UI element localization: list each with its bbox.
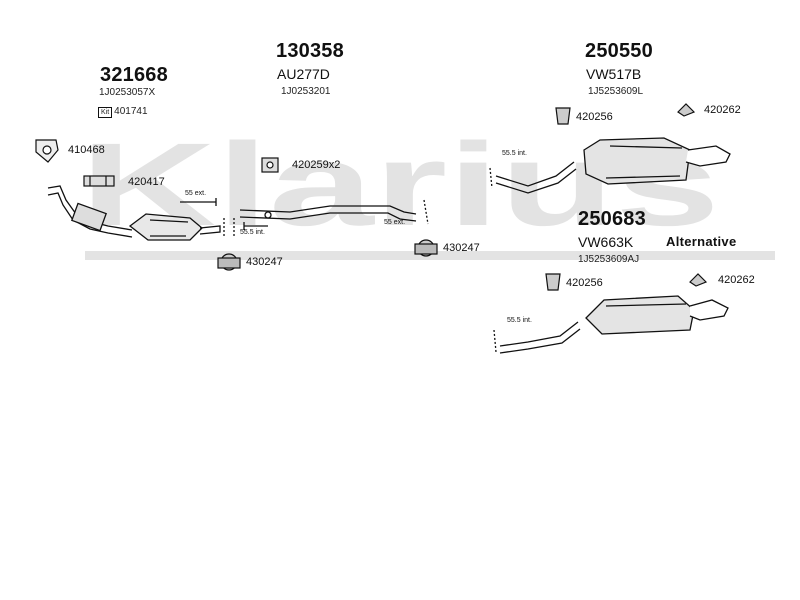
bracket-icon (689, 273, 708, 287)
rear-silencer-top (489, 137, 731, 194)
front-pipe-with-catalyst (47, 185, 268, 241)
note-55-5-int-left: 55.5 int. (240, 229, 265, 236)
fitting-420262-top: 420262 (704, 104, 741, 116)
mount-icon (217, 253, 241, 271)
fitting-420262-bottom: 420262 (718, 274, 755, 286)
note-55-ext-left: 55 ext. (185, 190, 207, 197)
fitting-430247-left: 430247 (246, 256, 283, 268)
fitting-430247-right: 430247 (443, 242, 480, 254)
rear-alt-part-number: 250683 (578, 208, 646, 230)
hanger-icon (545, 273, 561, 291)
hanger-icon (555, 107, 571, 125)
fitting-410468: 410468 (68, 144, 105, 156)
rear-alt-part-oe: 1J5253609AJ (578, 254, 640, 265)
rear-alt-part-ref: VW663K (578, 234, 634, 250)
middle-part-number: 130358 (276, 40, 344, 62)
fitting-420256-bottom: 420256 (566, 277, 603, 289)
mount-icon (414, 239, 438, 257)
front-part-oe: 1J0253057X (99, 87, 156, 98)
gasket-icon (35, 139, 59, 163)
kit-number: 401741 (114, 106, 148, 117)
fitting-420259: 420259x2 (292, 159, 341, 171)
note-55-5-int-top: 55.5 int. (502, 150, 527, 157)
kit-badge: Kit (98, 107, 113, 118)
note-55-ext-mid: 55 ext. (384, 219, 406, 226)
rear-silencer-alternative (493, 295, 729, 354)
bracket-icon (261, 157, 279, 173)
middle-part-ref: AU277D (277, 66, 330, 82)
note-55-5-int-bottom: 55.5 int. (507, 317, 532, 324)
bracket-icon (677, 103, 696, 117)
rear-part-number: 250550 (585, 40, 653, 62)
rear-part-ref: VW517B (586, 66, 642, 82)
middle-pipe (239, 199, 429, 225)
front-part-number: 321668 (100, 64, 168, 86)
alternative-label: Alternative (666, 234, 737, 249)
rear-part-oe: 1J5253609L (588, 86, 644, 97)
fitting-420417: 420417 (128, 176, 165, 188)
clamp-icon (83, 175, 115, 187)
middle-part-oe: 1J0253201 (281, 86, 331, 97)
fitting-420256-top: 420256 (576, 111, 613, 123)
